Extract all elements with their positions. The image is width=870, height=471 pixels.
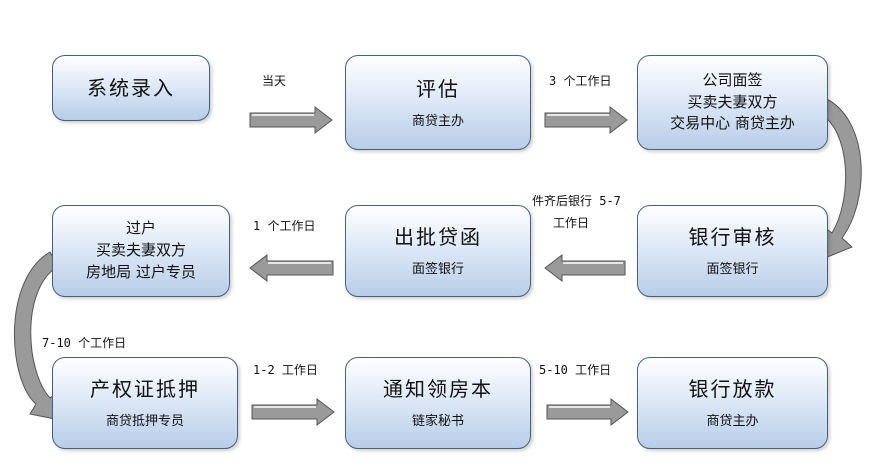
- label-one-day: 1 个工作日: [253, 219, 316, 233]
- arrow-appraisal-to-company-sign: [544, 105, 628, 135]
- arrow-system-to-appraisal: [249, 105, 333, 135]
- step-title: 通知领房本: [383, 377, 493, 402]
- step-notify: 通知领房本 链家秘书: [345, 357, 531, 449]
- step-title: 产权证抵押: [90, 377, 200, 402]
- step-appraisal: 评估 商贷主办: [345, 55, 531, 150]
- step-company-sign: 公司面签 买卖夫妻双方 交易中心 商贷主办: [637, 55, 828, 150]
- step-loan-letter: 出批贷函 面签银行: [345, 205, 531, 297]
- step-owner: 商贷抵押专员: [105, 414, 184, 430]
- step-line: 过户: [125, 219, 156, 238]
- label-bank-after-docs-2: 工作日: [553, 216, 590, 230]
- step-title: 评估: [416, 76, 460, 101]
- step-transfer: 过户 买卖夫妻双方 房地局 过户专员: [52, 205, 230, 297]
- label-one-two-days: 1-2 工作日: [253, 363, 318, 377]
- arrow-mortgage-to-notify: [251, 397, 335, 427]
- label-same-day: 当天: [262, 74, 287, 88]
- step-system-entry: 系统录入: [52, 55, 210, 121]
- step-owner: 面签银行: [411, 262, 464, 278]
- step-title: 出批贷函: [394, 225, 482, 250]
- step-line: 买卖夫妻双方: [687, 92, 778, 111]
- label-bank-after-docs-1: 件齐后银行 5-7: [532, 194, 621, 208]
- step-line: 房地局 过户专员: [86, 262, 196, 281]
- label-seven-ten-days: 7-10 个工作日: [42, 336, 127, 350]
- step-bank-review: 银行审核 面签银行: [637, 205, 828, 297]
- step-disbursement: 银行放款 商贷主办: [637, 357, 828, 449]
- step-line: 交易中心 商贷主办: [670, 114, 795, 133]
- label-five-ten-days: 5-10 工作日: [539, 363, 612, 377]
- arrow-loan-letter-to-transfer: [249, 253, 334, 283]
- step-title: 银行放款: [688, 377, 777, 402]
- step-line: 公司面签: [702, 70, 763, 89]
- step-title: 银行审核: [688, 225, 777, 250]
- step-line: 买卖夫妻双方: [95, 241, 186, 260]
- step-title: 系统录入: [87, 76, 175, 100]
- step-owner: 商贷主办: [411, 113, 464, 129]
- label-three-days: 3 个工作日: [549, 74, 612, 88]
- step-owner: 链家秘书: [411, 414, 464, 430]
- step-owner: 商贷主办: [706, 414, 759, 430]
- arrow-bank-review-to-loan-letter: [544, 253, 626, 283]
- step-mortgage: 产权证抵押 商贷抵押专员: [52, 357, 238, 449]
- arrow-notify-to-disbursement: [546, 397, 629, 427]
- step-owner: 面签银行: [706, 262, 759, 278]
